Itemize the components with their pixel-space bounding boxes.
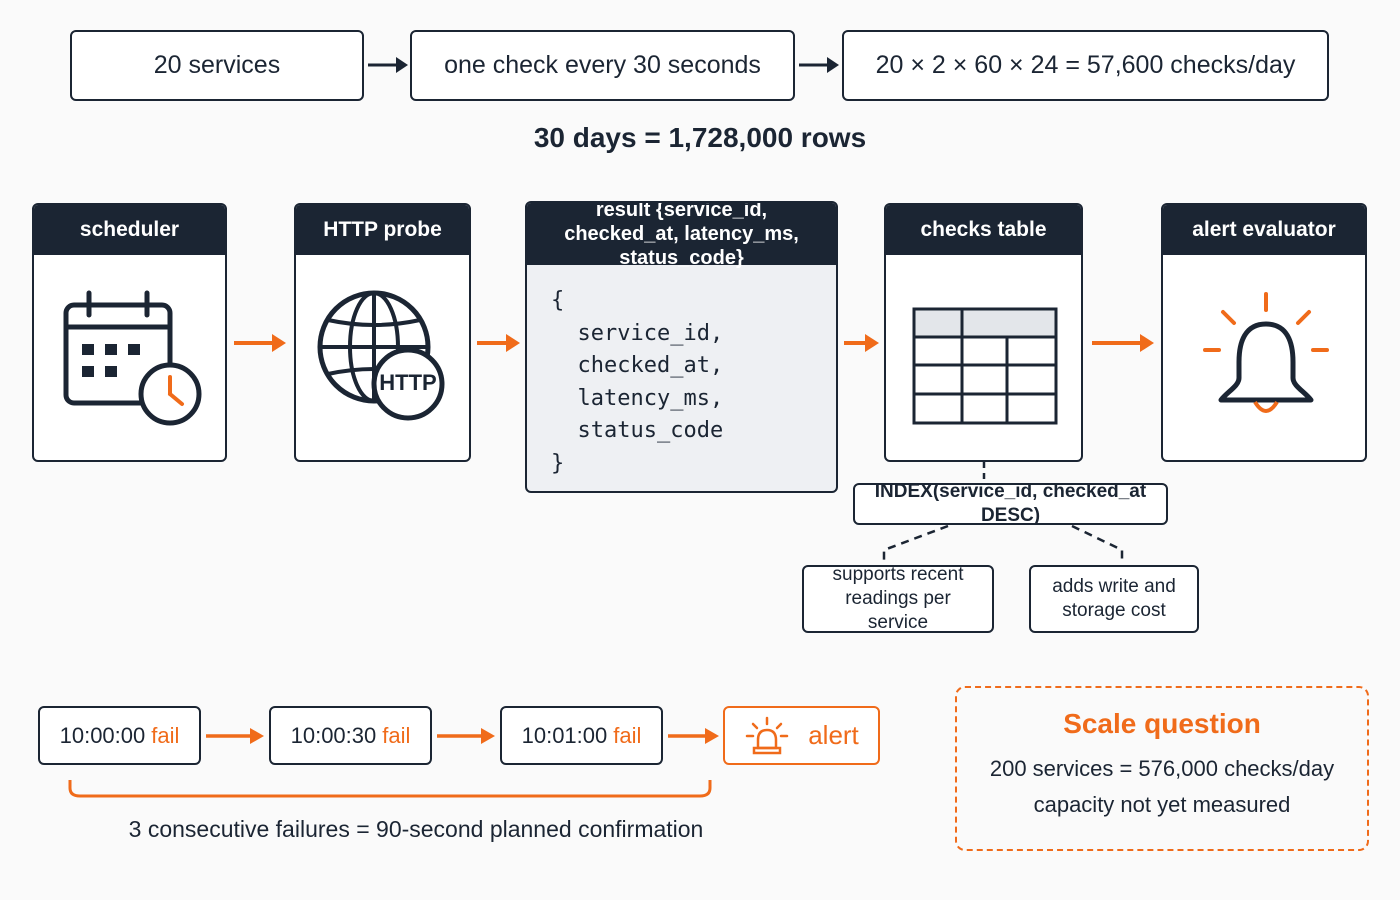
top-arrow-1 bbox=[368, 57, 408, 73]
scheduler-title: scheduler bbox=[34, 205, 225, 255]
check-interval-label: one check every 30 seconds bbox=[444, 51, 761, 79]
siren-icon bbox=[745, 716, 789, 754]
scheduler-card: scheduler bbox=[32, 203, 227, 462]
index-definition-label: INDEX(service_id, checked_at DESC) bbox=[874, 481, 1147, 526]
check-interval-box: one check every 30 seconds bbox=[410, 30, 795, 101]
services-count-box: 20 services bbox=[70, 30, 364, 101]
timeline-arrow-2 bbox=[437, 728, 495, 744]
http-probe-card: HTTP probe HTTP bbox=[294, 203, 471, 462]
services-count-label: 20 services bbox=[153, 51, 281, 79]
top-arrow-2 bbox=[799, 57, 839, 73]
timeline-step-3-time: 10:01:00 bbox=[521, 722, 608, 748]
timeline-step-1-time: 10:00:00 bbox=[59, 722, 146, 748]
scale-question-line-1: 200 services = 576,000 checks/day bbox=[989, 756, 1335, 781]
timeline-brace bbox=[68, 780, 712, 798]
http-badge-label: HTTP bbox=[379, 370, 437, 395]
rows-total-headline: 30 days = 1,728,000 rows bbox=[533, 122, 867, 153]
index-cost-box: adds write and storage cost bbox=[1029, 565, 1199, 633]
index-benefit-label: supports recent readings per service bbox=[832, 564, 964, 633]
timeline-step-2-time: 10:00:30 bbox=[290, 722, 377, 748]
index-benefit-box: supports recent readings per service bbox=[802, 564, 994, 633]
index-cost-label: adds write and storage cost bbox=[1052, 576, 1176, 621]
pipeline-arrow-3 bbox=[844, 334, 879, 352]
alert-evaluator-card: alert evaluator bbox=[1161, 203, 1367, 462]
timeline-arrow-3 bbox=[668, 728, 719, 744]
timeline-step-1-status: fail bbox=[151, 722, 180, 748]
timeline-step-3-status: fail bbox=[613, 722, 642, 748]
pipeline-arrow-4 bbox=[1092, 334, 1154, 352]
alert-label: alert bbox=[808, 720, 859, 750]
scale-question-line-2: capacity not yet measured bbox=[1033, 792, 1291, 817]
result-record-card: result {service_id, checked_at, latency_… bbox=[525, 201, 838, 493]
daily-checks-formula-box: 20 × 2 × 60 × 24 = 57,600 checks/day bbox=[842, 30, 1329, 101]
http-probe-title: HTTP probe bbox=[296, 205, 469, 255]
result-record-code: { service_id, checked_at, latency_ms, st… bbox=[551, 288, 724, 476]
checks-table-title: checks table bbox=[886, 205, 1081, 255]
timeline-step-2-status: fail bbox=[382, 722, 411, 748]
index-definition-box: INDEX(service_id, checked_at DESC) bbox=[853, 481, 1168, 526]
alert-box: alert bbox=[723, 706, 880, 765]
result-record-title: result {service_id, checked_at, latency_… bbox=[527, 203, 836, 269]
globe-http-icon bbox=[317, 290, 445, 421]
checks-table-card: checks table bbox=[884, 203, 1083, 462]
pipeline-arrow-1 bbox=[234, 334, 286, 352]
scale-question-box: Scale question 200 services = 576,000 ch… bbox=[955, 686, 1369, 851]
bell-icon bbox=[1203, 292, 1329, 413]
timeline-caption: 3 consecutive failures = 90-second plann… bbox=[128, 816, 704, 842]
pipeline-arrow-2 bbox=[477, 334, 520, 352]
scale-question-title: Scale question bbox=[1063, 708, 1261, 739]
calendar-clock-icon bbox=[63, 290, 202, 426]
daily-checks-formula-label: 20 × 2 × 60 × 24 = 57,600 checks/day bbox=[875, 51, 1296, 79]
timeline-arrow-1 bbox=[206, 728, 264, 744]
alert-evaluator-title: alert evaluator bbox=[1163, 205, 1365, 255]
index-connectors bbox=[882, 462, 1124, 564]
table-icon bbox=[912, 307, 1058, 425]
